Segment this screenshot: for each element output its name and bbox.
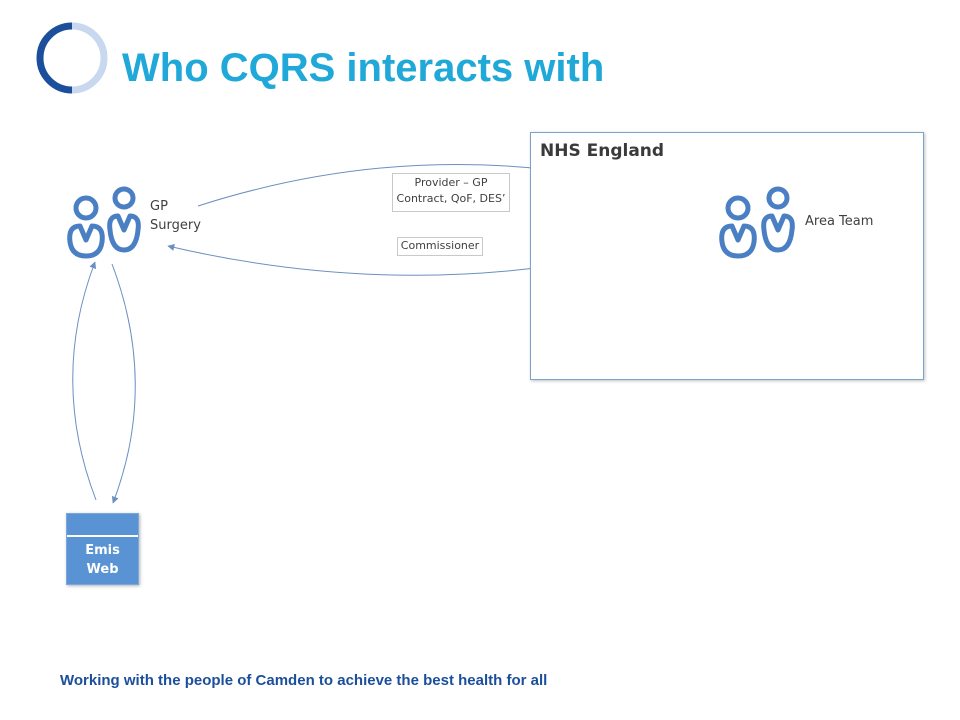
- provider-flow-line1: Provider – GP: [414, 176, 488, 189]
- arrow-gp-to-emis: [111, 263, 136, 504]
- logo-icon: [36, 22, 108, 94]
- arrow-emis-to-gp: [72, 261, 97, 501]
- emis-web-label: Emis Web: [67, 537, 138, 579]
- provider-flow-line2: Contract, QoF, DES’: [396, 192, 506, 205]
- gp-surgery-people-icon: [67, 186, 141, 259]
- gp-surgery-label: GP Surgery: [150, 197, 201, 235]
- footer-tagline: Working with the people of Camden to ach…: [60, 672, 548, 689]
- gp-surgery-label-line1: GP: [150, 199, 168, 214]
- nhs-england-box: NHS England: [530, 132, 924, 380]
- emis-web-line2: Web: [86, 562, 119, 577]
- provider-flow-label: Provider – GP Contract, QoF, DES’: [392, 173, 510, 212]
- emis-web-line1: Emis: [85, 543, 120, 558]
- area-team-label: Area Team: [805, 214, 874, 229]
- emis-web-header: [67, 514, 138, 537]
- emis-web-box: Emis Web: [66, 513, 139, 585]
- area-team-people-icon: [719, 186, 795, 259]
- page-title: Who CQRS interacts with: [122, 46, 605, 90]
- gp-surgery-label-line2: Surgery: [150, 218, 201, 233]
- commissioner-flow-label: Commissioner: [397, 237, 483, 256]
- nhs-england-title: NHS England: [540, 141, 665, 161]
